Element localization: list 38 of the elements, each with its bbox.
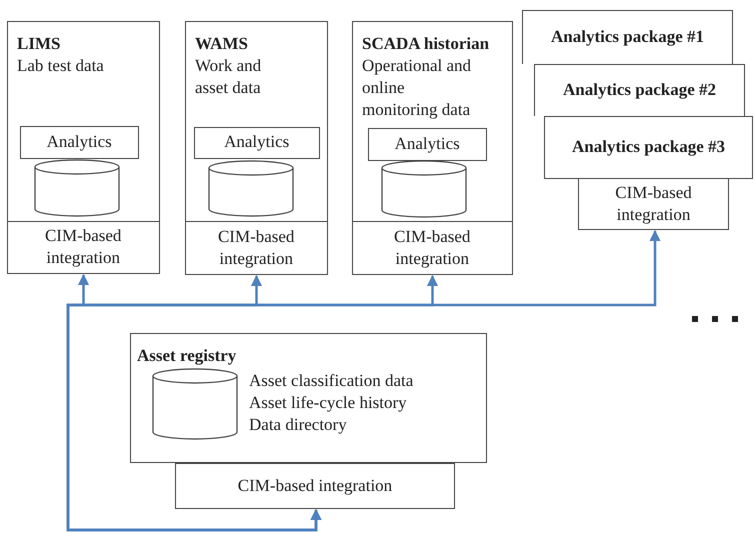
system-heading: LIMS: [17, 34, 60, 54]
registry-item: Data directory: [249, 415, 347, 436]
system-description: Work and asset data: [195, 55, 262, 100]
integration-label: CIM-based integration: [44, 225, 122, 270]
package-label: Analytics package #1: [551, 27, 704, 48]
database-cylinder: [380, 160, 467, 218]
system-heading: WAMS: [195, 34, 248, 54]
analytics-box: [368, 128, 487, 161]
analytics-box: [194, 126, 320, 159]
integration-box: [578, 178, 729, 230]
database-cylinder: [152, 368, 238, 440]
system-box: [185, 21, 328, 275]
analytics-label: Analytics: [46, 132, 112, 152]
analytics-box: [20, 126, 139, 159]
integration-label: CIM-based integration: [614, 182, 693, 226]
registry-item: Asset classification data: [249, 371, 414, 392]
registry-heading: Asset registry: [137, 346, 236, 366]
registry-box: [130, 333, 487, 463]
system-description: Operational and online monitoring data: [362, 55, 472, 122]
database-cylinder: [34, 158, 120, 217]
database-cylinder: [208, 160, 294, 217]
integration-box: [175, 463, 455, 509]
system-description: Lab test data: [17, 55, 105, 77]
connector-arrow: [66, 230, 661, 532]
integration-label: CIM-based integration: [392, 226, 472, 270]
package-label: Analytics package #2: [563, 80, 716, 101]
system-box: [7, 21, 160, 274]
analytics-label: Analytics: [394, 134, 460, 154]
package-label: Analytics package #3: [572, 137, 725, 158]
analytics-package-box: [544, 116, 753, 179]
system-heading: SCADA historian: [362, 34, 490, 54]
integration-label: CIM-based integration: [238, 474, 392, 497]
analytics-package-box: [522, 10, 733, 64]
integration-label: CIM-based integration: [216, 226, 296, 270]
analytics-label: Analytics: [224, 132, 290, 153]
system-box: [352, 21, 513, 275]
analytics-package-box: [534, 64, 745, 116]
registry-item: Asset life-cycle history: [249, 393, 407, 414]
